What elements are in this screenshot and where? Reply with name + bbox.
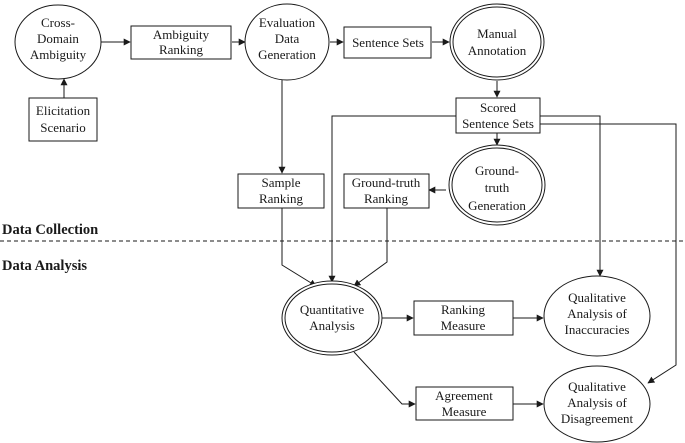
node-qualitative-analysis-inaccuracies-line-3: Inaccuracies [565, 322, 630, 337]
edge-scored-sets-to-quantitative [328, 115, 456, 283]
edge-quantitative-to-agreement-measure [353, 351, 416, 408]
node-ambiguity-ranking-line-1: Ambiguity [153, 27, 210, 42]
node-ground-truth-generation-line-1: Ground- [475, 163, 519, 178]
edge-ground-truth-ranking-to-quantitative [353, 208, 388, 287]
node-elicitation-scenario-line-2: Scenario [40, 120, 85, 135]
node-ground-truth-generation: Ground- truth Generation [448, 144, 546, 226]
node-manual-annotation: Manual Annotation [449, 3, 545, 81]
node-quantitative-analysis-line-2: Analysis [309, 318, 355, 333]
node-ground-truth-generation-line-3: Generation [468, 198, 526, 213]
node-cross-domain-ambiguity-line-2: Domain [37, 31, 79, 46]
node-qualitative-analysis-inaccuracies-line-2: Analysis of [567, 306, 627, 321]
edge-sample-ranking-to-quantitative [281, 208, 317, 287]
node-quantitative-analysis-line-1: Quantitative [300, 302, 364, 317]
section-label-data-collection: Data Collection [2, 222, 98, 238]
node-cross-domain-ambiguity-line-3: Ambiguity [30, 47, 87, 62]
node-ranking-measure: Ranking Measure [413, 300, 514, 336]
node-elicitation-scenario-line-1: Elicitation [36, 103, 91, 118]
node-ranking-measure-line-1: Ranking [441, 302, 486, 317]
node-agreement-measure-line-1: Agreement [435, 388, 493, 403]
node-sample-ranking-line-1: Sample [262, 175, 301, 190]
node-ground-truth-ranking-line-1: Ground-truth [352, 175, 421, 190]
node-qualitative-analysis-inaccuracies: Qualitative Analysis of Inaccuracies [543, 275, 651, 357]
section-label-data-analysis: Data Analysis [2, 258, 87, 274]
node-ambiguity-ranking-line-2: Ranking [159, 42, 204, 57]
node-scored-sentence-sets-line-1: Scored [480, 100, 517, 115]
node-scored-sentence-sets-line-2: Sentence Sets [462, 116, 534, 131]
node-elicitation-scenario: Elicitation Scenario [28, 97, 98, 142]
node-evaluation-data-generation: Evaluation Data Generation [244, 3, 330, 81]
node-manual-annotation-line-1: Manual [477, 26, 517, 41]
node-evaluation-data-generation-line-1: Evaluation [259, 15, 316, 30]
node-cross-domain-ambiguity-line-1: Cross- [41, 15, 75, 30]
edge-scored-sets-to-qual-inaccuracies [540, 115, 604, 277]
node-qualitative-analysis-disagreement-line-2: Analysis of [567, 395, 627, 410]
node-agreement-measure: Agreement Measure [415, 386, 514, 421]
node-sample-ranking-line-2: Ranking [259, 191, 304, 206]
node-sample-ranking: Sample Ranking [237, 173, 325, 209]
edges [60, 38, 677, 408]
node-sentence-sets-line-1: Sentence Sets [352, 35, 424, 50]
node-qualitative-analysis-inaccuracies-line-1: Qualitative [568, 290, 626, 305]
node-qualitative-analysis-disagreement: Qualitative Analysis of Disagreement [543, 365, 651, 443]
node-ambiguity-ranking: Ambiguity Ranking [130, 25, 232, 60]
node-ground-truth-ranking: Ground-truth Ranking [343, 173, 430, 209]
node-scored-sentence-sets: Scored Sentence Sets [455, 97, 541, 134]
node-qualitative-analysis-disagreement-line-1: Qualitative [568, 379, 626, 394]
node-manual-annotation-line-2: Annotation [468, 43, 527, 58]
node-agreement-measure-line-2: Measure [442, 404, 487, 419]
node-quantitative-analysis: Quantitative Analysis [281, 280, 383, 356]
node-ranking-measure-line-2: Measure [441, 318, 486, 333]
node-cross-domain-ambiguity: Cross- Domain Ambiguity [14, 4, 102, 80]
node-sentence-sets: Sentence Sets [343, 26, 432, 59]
node-ground-truth-generation-line-2: truth [485, 180, 510, 195]
edge-scored-sets-to-qual-disagreement [540, 123, 677, 384]
node-qualitative-analysis-disagreement-line-3: Disagreement [561, 411, 634, 426]
node-evaluation-data-generation-line-2: Data [275, 31, 300, 46]
node-ground-truth-ranking-line-2: Ranking [364, 191, 409, 206]
node-evaluation-data-generation-line-3: Generation [258, 47, 316, 62]
